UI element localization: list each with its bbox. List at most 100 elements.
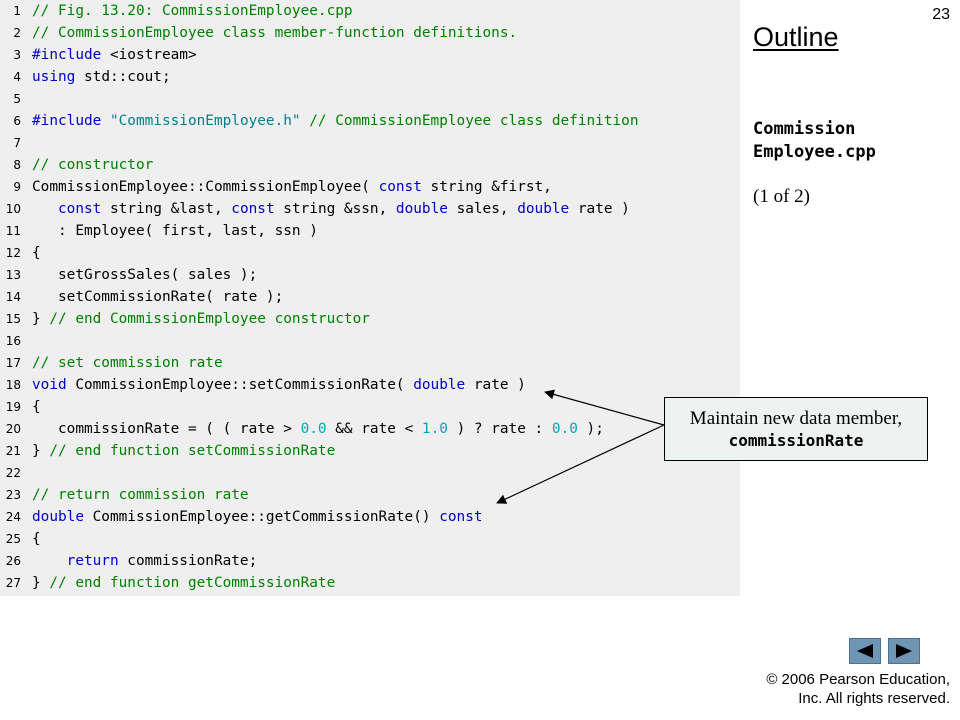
code-keyword: const [58, 201, 102, 217]
copyright-notice: © 2006 Pearson Education, Inc. All right… [730, 670, 950, 708]
code-text: } [32, 443, 50, 459]
code-line: 16 [0, 330, 740, 352]
line-number: 17 [5, 356, 21, 370]
triangle-right-icon [896, 644, 912, 658]
line-number: 2 [13, 26, 21, 40]
code-source: } // end CommissionEmployee constructor [32, 308, 370, 330]
callout-member-name: commissionRate [728, 431, 864, 450]
code-text: { [32, 245, 41, 261]
code-text: rate ) [465, 377, 526, 393]
line-number: 16 [5, 334, 21, 348]
next-slide-button[interactable] [888, 638, 920, 664]
code-source: // return commission rate [32, 484, 249, 506]
code-text [32, 553, 67, 569]
code-comment: // CommissionEmployee class definition [309, 113, 639, 129]
file-name-line2: Employee.cpp [753, 142, 876, 162]
code-line: 27} // end function getCommissionRate [0, 572, 740, 594]
code-text: string &ssn, [274, 201, 396, 217]
code-keyword: double [32, 509, 84, 525]
code-line: 5 [0, 88, 740, 110]
code-source: : Employee( first, last, ssn ) [32, 220, 318, 242]
code-line: 8// constructor [0, 154, 740, 176]
code-keyword: double [413, 377, 466, 393]
code-listing: 1 // Fig. 13.20: CommissionEmployee.cpp 2 /… [0, 0, 740, 596]
code-source: double CommissionEmployee::getCommission… [32, 506, 483, 528]
code-comment: // set commission rate [32, 355, 223, 371]
code-line: 25{ [0, 528, 740, 550]
code-text: } [32, 575, 50, 591]
file-name: Commission Employee.cpp [753, 118, 953, 164]
code-keyword: return [66, 553, 119, 569]
code-keyword: const [231, 201, 275, 217]
code-source: void CommissionEmployee::setCommissionRa… [32, 374, 526, 396]
code-source: setGrossSales( sales ); [32, 264, 257, 286]
code-keyword: const [439, 509, 483, 525]
code-source: { [32, 396, 41, 418]
code-source: // constructor [32, 154, 153, 176]
code-comment: // CommissionEmployee class member-funct… [32, 25, 518, 41]
line-number: 22 [5, 466, 21, 480]
code-source: } // end function setCommissionRate [32, 440, 335, 462]
code-line: 7 [0, 132, 740, 154]
code-text: string &last, [101, 201, 232, 217]
code-keyword: #include [32, 47, 102, 63]
line-number: 5 [13, 92, 21, 106]
code-keyword: double [517, 201, 570, 217]
code-text: && rate < [326, 421, 422, 437]
code-text: ) ? rate : [447, 421, 552, 437]
code-line: 14 setCommissionRate( rate ); [0, 286, 740, 308]
code-source: { [32, 528, 41, 550]
code-comment: // end function setCommissionRate [49, 443, 336, 459]
code-comment: // Fig. 13.20: CommissionEmployee.cpp [32, 3, 353, 19]
code-text: CommissionEmployee::getCommissionRate() [83, 509, 440, 525]
code-line: 20 commissionRate = ( ( rate > 0.0 && ra… [0, 418, 740, 440]
code-source: setCommissionRate( rate ); [32, 286, 283, 308]
code-text: commissionRate = ( ( rate > [32, 421, 301, 437]
code-line: 22 [0, 462, 740, 484]
callout-box: Maintain new data member, commissionRate [664, 397, 928, 461]
code-text: CommissionEmployee::setCommissionRate( [66, 377, 414, 393]
line-number: 26 [5, 554, 21, 568]
previous-slide-button[interactable] [849, 638, 881, 664]
code-source: // Fig. 13.20: CommissionEmployee.cpp [32, 0, 353, 22]
code-line: 21} // end function setCommissionRate [0, 440, 740, 462]
code-source: { [32, 242, 41, 264]
line-number: 1 [13, 4, 21, 18]
line-number: 20 [5, 422, 21, 436]
code-line: 26 return commissionRate; [0, 550, 740, 572]
code-source: // set commission rate [32, 352, 223, 374]
code-source: const string &last, const string &ssn, d… [32, 198, 630, 220]
code-text [32, 201, 58, 217]
code-comment: // return commission rate [32, 487, 249, 503]
code-number: 0.0 [551, 421, 578, 437]
code-text: sales, [447, 201, 518, 217]
code-source: #include "CommissionEmployee.h" // Commi… [32, 110, 639, 132]
code-source: } // end function getCommissionRate [32, 572, 335, 594]
code-text: CommissionEmployee::CommissionEmployee( [32, 179, 379, 195]
code-source: // CommissionEmployee class member-funct… [32, 22, 517, 44]
code-comment: // constructor [32, 157, 154, 173]
code-text: } [32, 311, 50, 327]
code-line: 10 const string &last, const string &ssn… [0, 198, 740, 220]
code-text: { [32, 531, 41, 547]
code-keyword: void [32, 377, 67, 393]
code-line: 6#include "CommissionEmployee.h" // Comm… [0, 110, 740, 132]
outline-title: Outline [753, 22, 839, 52]
code-text: : Employee( first, last, ssn ) [32, 223, 318, 239]
code-source: #include <iostream> [32, 44, 197, 66]
code-text: <iostream> [101, 47, 197, 63]
code-text: std::cout; [75, 69, 171, 85]
code-string: "CommissionEmployee.h" [109, 113, 301, 129]
line-number: 10 [5, 202, 21, 216]
line-number: 11 [5, 224, 21, 238]
line-number: 14 [5, 290, 21, 304]
line-number: 3 [13, 48, 21, 62]
callout-text: Maintain new data member, [689, 408, 903, 429]
code-line: 1 // Fig. 13.20: CommissionEmployee.cpp [0, 0, 740, 22]
code-source: CommissionEmployee::CommissionEmployee( … [32, 176, 552, 198]
code-text [101, 113, 110, 129]
copyright-line2: Inc. All rights reserved. [798, 690, 950, 707]
code-comment: // end function getCommissionRate [49, 575, 336, 591]
